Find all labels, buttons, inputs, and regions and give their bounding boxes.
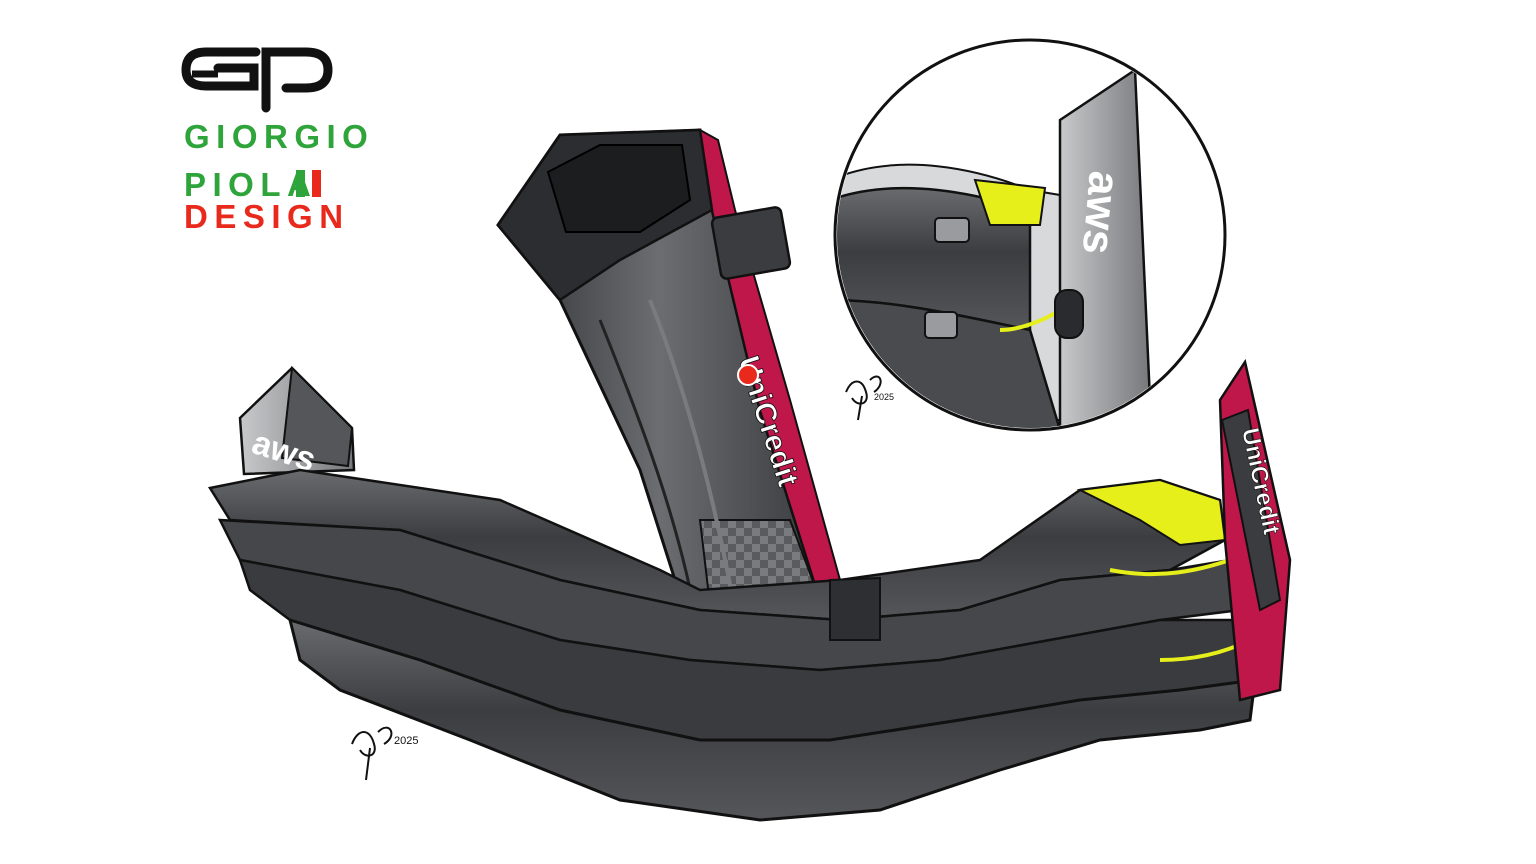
left-endplate: aws (238, 365, 356, 479)
brand-logo: GIORGIO PIOLA DESIGN (178, 38, 368, 238)
flag-green-stripe (296, 170, 305, 197)
signature-year-top: 2025 (874, 392, 894, 402)
artist-signature-bottom: 2025 (351, 726, 418, 781)
signature-year-bottom: 2025 (394, 735, 418, 747)
logo-line-1: GIORGIO (184, 118, 375, 155)
logo-line-3: DESIGN (184, 198, 350, 235)
gp-logo-mark (181, 47, 333, 113)
wing-flaps (207, 468, 1257, 822)
logo-line-2: PIOLA (184, 166, 318, 203)
detail-inset: aws (833, 38, 1227, 432)
artist-signature-top: 2025 (845, 375, 894, 421)
flag-red-stripe (312, 170, 321, 197)
inset-endplate-logo: aws (1073, 169, 1129, 256)
unicredit-logo-nose (737, 364, 759, 386)
